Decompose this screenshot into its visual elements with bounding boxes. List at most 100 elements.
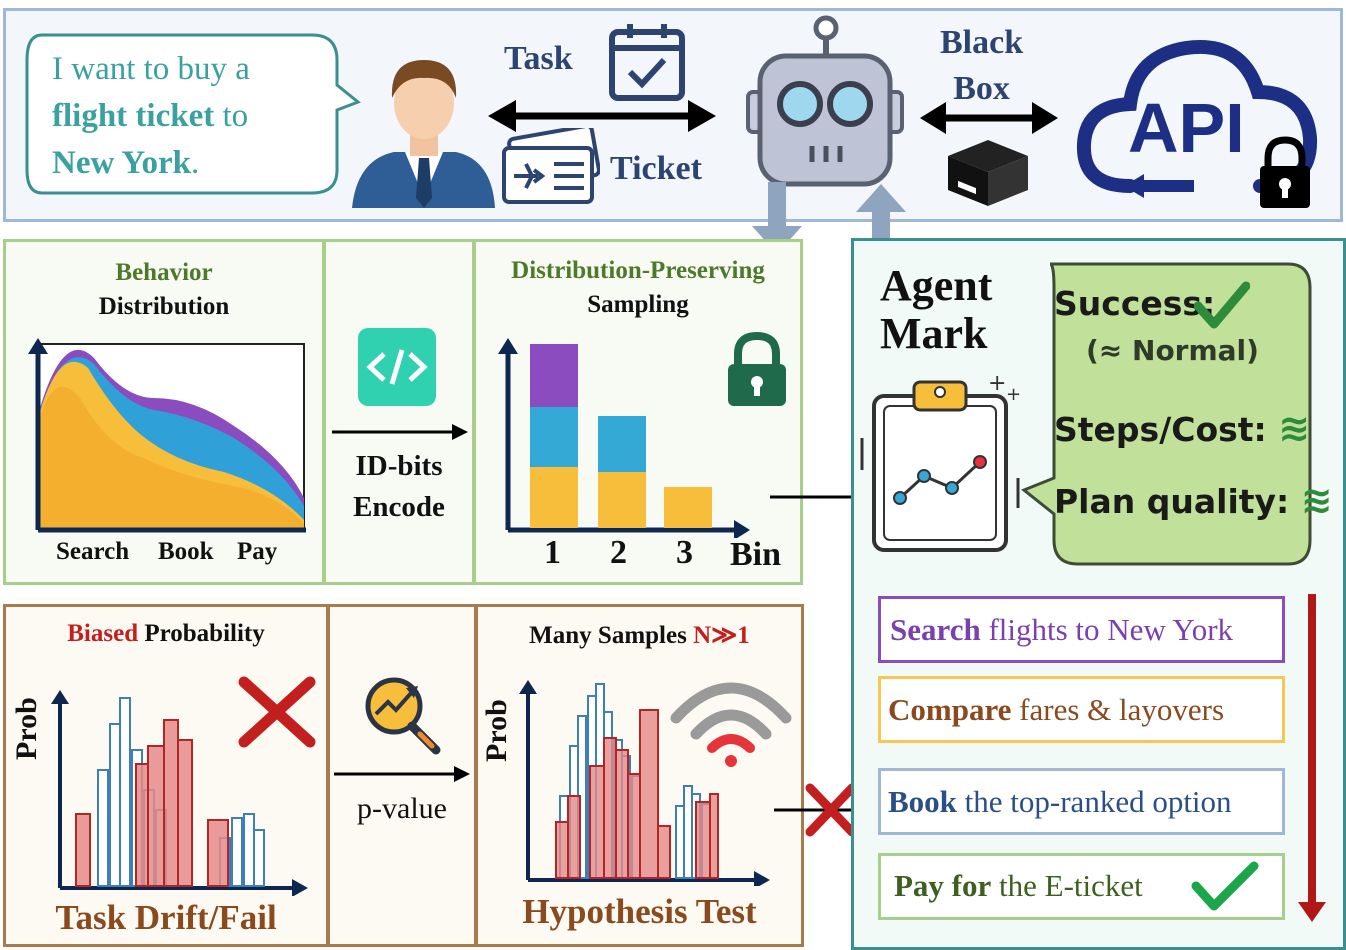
step-pay-text: Pay for the E-ticket xyxy=(894,868,1143,904)
box-icon xyxy=(948,140,1028,206)
wifi-signal-icon xyxy=(670,682,792,767)
robot-agent-icon xyxy=(746,15,904,187)
success-check-icon xyxy=(1194,281,1250,329)
step-pay-rest: the E-ticket xyxy=(991,868,1143,903)
api-label: API xyxy=(1128,89,1245,167)
behavior-x-label-0: Search xyxy=(56,538,130,565)
biased-title-rest: Probability xyxy=(138,620,265,647)
biased-y-label: Prob xyxy=(10,697,43,760)
pay-check-icon xyxy=(1191,861,1259,911)
step-book-bold: Book xyxy=(888,784,957,819)
behavior-distribution-chart xyxy=(28,338,306,533)
black-box-line-2: Box xyxy=(953,70,1010,107)
steps-row: Steps/Cost: ≋ xyxy=(1054,406,1310,450)
step-pay-bold: Pay for xyxy=(894,868,992,903)
encode-label: ID-bits Encode xyxy=(323,446,475,528)
sampling-title: Distribution-Preserving Sampling xyxy=(473,254,803,322)
red-x-icon xyxy=(238,676,316,748)
bin-label-2: 2 xyxy=(610,534,627,571)
green-lock-icon xyxy=(728,331,786,406)
sampling-title-line-2: Sampling xyxy=(587,291,689,318)
bin-2-blue xyxy=(598,416,646,472)
behavior-x-label-2: Pay xyxy=(237,538,278,565)
step-compare-text: Compare fares & layovers xyxy=(888,692,1224,728)
step-compare-box xyxy=(878,676,1285,743)
ticket-icon xyxy=(502,128,600,204)
bin-3-yellow xyxy=(664,487,712,528)
pvalue-arrow xyxy=(334,766,470,782)
bin-1-purple xyxy=(530,344,578,407)
user-avatar-icon xyxy=(352,60,495,208)
api-cloud-icon xyxy=(1076,40,1318,198)
steps-label: Steps/Cost: xyxy=(1054,410,1267,449)
bin-2-yellow xyxy=(598,472,646,528)
biased-footer: Task Drift/Fail xyxy=(55,898,277,937)
black-box-line-1: Black xyxy=(940,24,1024,61)
speech-city: New York xyxy=(52,145,192,181)
black-box-label: Black Box xyxy=(940,20,1023,112)
success-note: (≈ Normal) xyxy=(1086,334,1259,367)
step-compare-bold: Compare xyxy=(888,692,1012,727)
samples-histogram xyxy=(519,680,770,886)
svg-text:+: + xyxy=(988,371,1006,396)
agentmark-title-line-1: Agent xyxy=(880,261,993,310)
encode-panel xyxy=(323,239,475,585)
double-arrow xyxy=(488,100,716,132)
step-book-box xyxy=(878,768,1285,835)
samples-y-label: Prob xyxy=(480,699,513,762)
bin-1-blue xyxy=(530,407,578,467)
clipboard-chart-icon: + + xyxy=(860,371,1021,552)
plan-approx-icon: ≋ xyxy=(1300,478,1333,522)
steps-approx-icon: ≋ xyxy=(1278,406,1311,450)
agentmark-title-line-2: Mark xyxy=(880,309,988,358)
step-search-text: Search flights to New York xyxy=(890,612,1233,648)
sampling-title-line-1: Distribution-Preserving xyxy=(511,257,765,284)
bin-label-3: 3 xyxy=(676,534,693,571)
step-compare-rest: fares & layovers xyxy=(1011,692,1225,727)
lock-icon xyxy=(1260,136,1310,208)
step-book-rest: the top-ranked option xyxy=(956,784,1232,819)
speech-text: I want to buy a flight ticket to New Yor… xyxy=(52,46,312,187)
speech-period: . xyxy=(191,145,200,181)
step-book-text: Book the top-ranked option xyxy=(888,784,1232,820)
step-search-bold: Search xyxy=(890,612,981,647)
encode-label-line-1: ID-bits xyxy=(355,450,443,482)
plan-label: Plan quality: xyxy=(1054,482,1290,521)
biased-title: Biased Probability xyxy=(3,620,329,648)
behavior-x-label-1: Book xyxy=(158,538,214,565)
encode-label-line-2: Encode xyxy=(353,491,445,523)
speech-line-1: I want to buy a xyxy=(52,51,250,87)
samples-title-text: Many Samples xyxy=(529,622,694,649)
progress-down-arrow xyxy=(1298,594,1326,922)
ticket-label: Ticket xyxy=(610,150,702,187)
bin-1-yellow xyxy=(530,467,578,528)
plan-row: Plan quality: ≋ xyxy=(1054,478,1333,522)
success-label: Success: xyxy=(1054,284,1216,323)
encode-arrow xyxy=(332,424,468,440)
calendar-check-icon xyxy=(609,24,685,101)
behavior-title-line-2: Distribution xyxy=(98,293,230,320)
speech-to: to xyxy=(214,98,249,134)
speech-bubble xyxy=(25,33,361,195)
magnifier-chart-icon xyxy=(365,677,441,755)
double-arrow-api xyxy=(920,102,1058,134)
behavior-title: Behavior Distribution xyxy=(3,256,325,324)
bin-label-1: 1 xyxy=(544,534,561,571)
code-icon xyxy=(358,328,436,406)
agentmark-title: Agent Mark xyxy=(880,262,992,358)
biased-title-red: Biased xyxy=(67,620,139,647)
biased-histogram xyxy=(51,690,308,896)
svg-text:+: + xyxy=(1006,384,1021,405)
behavior-title-line-1: Behavior xyxy=(115,259,213,286)
sampling-bar-chart xyxy=(498,338,750,538)
step-search-rest: flights to New York xyxy=(980,612,1234,647)
speech-bold: flight ticket xyxy=(52,98,215,134)
step-search-box xyxy=(878,596,1285,663)
samples-title: Many Samples N≫1 xyxy=(475,620,804,650)
samples-title-red: N≫1 xyxy=(693,622,750,649)
pvalue-label: p-value xyxy=(357,792,447,825)
samples-footer: Hypothesis Test xyxy=(522,892,757,931)
metrics-bubble xyxy=(1021,262,1312,566)
task-label: Task xyxy=(504,40,573,77)
success-row: Success: xyxy=(1054,284,1215,323)
